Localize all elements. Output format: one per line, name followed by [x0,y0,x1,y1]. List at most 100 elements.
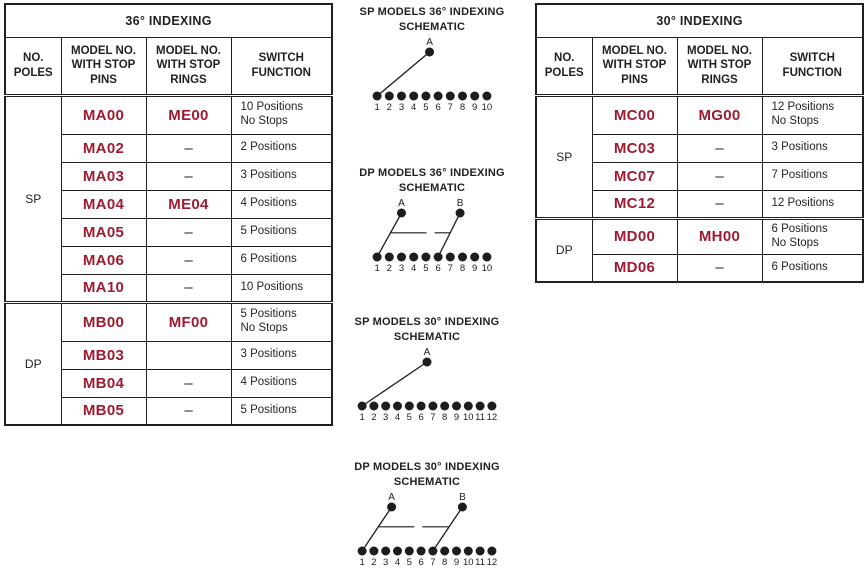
svg-text:7: 7 [448,102,453,113]
model-rings-cell: – [145,273,232,303]
model-rings-cell: – [145,245,232,275]
svg-text:B: B [459,493,466,503]
schematic-title: SP MODELS 36° INDEXING SCHEMATIC [359,6,505,33]
switch-function-cell: 4 Positions [230,189,333,219]
table-row: DP MB00 MF00 5 Positions No Stops [4,300,333,426]
svg-text:A: A [424,348,431,358]
switch-function-cell: 12 Positions [761,189,864,219]
svg-text:8: 8 [442,557,447,568]
model-rings-cell: – [676,189,763,219]
table-row: MD06 – 6 Positions [536,253,864,283]
svg-text:9: 9 [454,412,459,423]
svg-text:4: 4 [411,102,416,113]
svg-text:8: 8 [442,412,447,423]
model-rings-cell: – [676,133,763,163]
svg-text:2: 2 [371,557,376,568]
model-rings-cell: – [676,253,763,283]
schematic-title: DP MODELS 30° INDEXING SCHEMATIC [354,461,500,488]
svg-text:2: 2 [387,102,392,113]
model-pins-cell: MA03 [60,161,147,191]
model-pins-cell: MB03 [60,340,147,370]
col-header-no-poles: NO. POLES [535,36,593,97]
svg-text:3: 3 [383,412,388,423]
model-rings-cell: – [145,396,232,426]
svg-text:5: 5 [407,412,412,423]
svg-text:4: 4 [395,557,400,568]
svg-text:7: 7 [430,412,435,423]
svg-text:10: 10 [463,557,474,568]
table-row: MC03 – 3 Positions [536,133,864,163]
switch-function-cell: 3 Positions [230,161,333,191]
svg-text:12: 12 [487,557,498,568]
model-rings-cell: MH00 [676,216,763,255]
switch-function-cell: 4 Positions [230,368,333,398]
model-rings-cell: – [145,133,232,163]
schematic-title: DP MODELS 36° INDEXING SCHEMATIC [359,167,505,194]
col-header-no-poles: NO. POLES [4,36,62,97]
table-row: MB05 – 5 Positions [5,396,333,426]
svg-text:3: 3 [399,102,404,113]
switch-function-cell: 5 Positions [230,217,333,247]
svg-text:1: 1 [359,412,364,423]
svg-text:4: 4 [411,263,416,274]
svg-text:1: 1 [374,263,379,274]
svg-text:7: 7 [448,263,453,274]
svg-text:6: 6 [435,263,440,274]
switch-function-cell: 5 Positions No Stops [230,300,333,342]
svg-text:9: 9 [454,557,459,568]
model-pins-cell: MC03 [591,133,678,163]
svg-text:A: A [388,493,395,503]
svg-text:12: 12 [487,412,498,423]
poles-cell: DP [535,216,593,283]
poles-cell: DP [4,300,62,426]
table-row: MA02 – 2 Positions [5,133,333,163]
model-rings-cell: ME04 [145,189,232,219]
model-rings-cell: – [145,217,232,247]
table-row: MA10 – 10 Positions [5,273,333,303]
svg-text:5: 5 [423,102,428,113]
svg-text:A: A [398,199,405,209]
table-title-row: 30° INDEXING [535,3,864,38]
svg-text:8: 8 [460,102,465,113]
table-row: SP MC00 MG00 12 Positions No Stops [535,94,864,219]
switch-function-cell: 3 Positions [761,133,864,163]
table-title: 30° INDEXING [535,3,864,38]
svg-text:A: A [426,38,433,48]
model-rings-cell: – [145,368,232,398]
svg-text:6: 6 [435,102,440,113]
table-title: 36° INDEXING [4,3,333,38]
table-36-indexing: 36° INDEXING NO. POLES MODEL NO. WITH ST… [4,3,334,426]
model-rings-cell [145,340,232,370]
schematic-title: SP MODELS 30° INDEXING SCHEMATIC [354,316,500,343]
model-pins-cell: MD06 [591,253,678,283]
switch-function-cell: 10 Positions No Stops [230,94,333,135]
table-title-row: 36° INDEXING [4,3,333,38]
svg-text:4: 4 [395,412,400,423]
model-rings-cell: MG00 [676,94,763,135]
model-rings-cell: – [145,161,232,191]
switch-function-cell: 3 Positions [230,340,333,370]
table-row: MC12 – 12 Positions [536,189,864,219]
svg-text:11: 11 [475,557,485,568]
svg-text:9: 9 [472,102,477,113]
switch-function-cell: 7 Positions [761,161,864,191]
col-header-switch-function: SWITCH FUNCTION [230,36,333,97]
poles-cell: SP [535,94,593,219]
table-row: MB04 – 4 Positions [5,368,333,398]
switch-function-cell: 6 Positions [230,245,333,275]
table-header-row: NO. POLES MODEL NO. WITH STOP PINS MODEL… [535,36,864,97]
model-pins-cell: MC07 [591,161,678,191]
model-rings-cell: – [676,161,763,191]
svg-text:10: 10 [463,412,474,423]
switch-function-cell: 6 Positions No Stops [761,216,864,255]
svg-text:7: 7 [430,557,435,568]
model-rings-cell: MF00 [145,300,232,342]
